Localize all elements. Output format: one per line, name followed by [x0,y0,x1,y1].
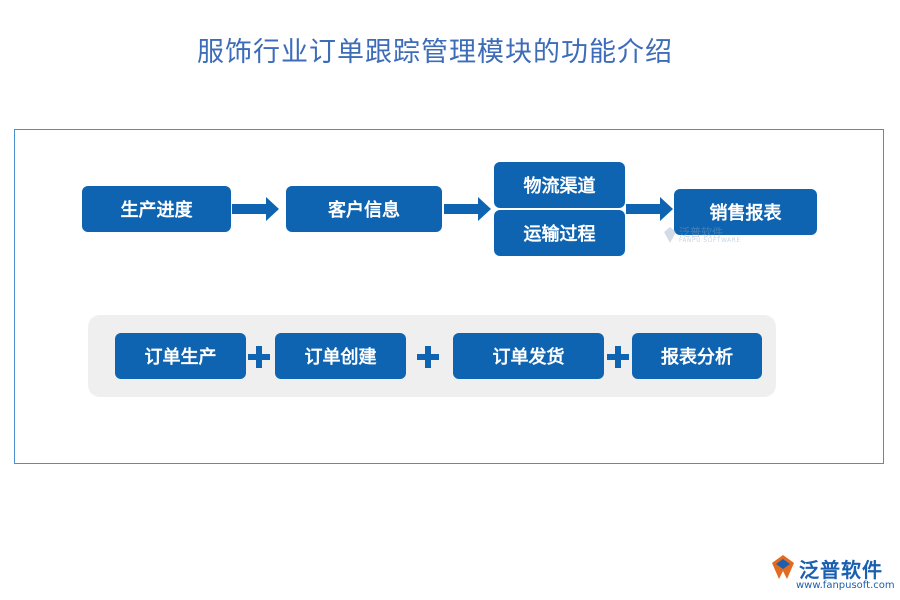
watermark: 泛普软件 FANPU SOFTWARE [663,224,753,246]
arrow-icon [232,197,279,221]
watermark-subtext: FANPU SOFTWARE [679,237,741,244]
flow-step-customer-info: 客户信息 [286,186,442,232]
watermark-text: 泛普软件 [679,226,723,239]
plus-icon [607,346,629,368]
fanpu-logo-icon [772,555,794,579]
plus-icon [248,346,270,368]
flow-step-sales-report: 销售报表 [674,189,817,235]
flow-step-logistics-channel: 物流渠道 [494,162,625,208]
plus-icon [417,346,439,368]
brand-url: www.fanpusoft.com [796,580,895,591]
flow-step-production-progress: 生产进度 [82,186,231,232]
arrow-icon [444,197,491,221]
page-title: 服饰行业订单跟踪管理模块的功能介绍 [197,37,673,68]
watermark-logo-icon [664,227,676,243]
brand-logo: 泛普软件 www.fanpusoft.com [770,552,895,598]
module-order-shipping: 订单发货 [453,333,604,379]
module-order-creation: 订单创建 [275,333,406,379]
brand-name: 泛普软件 [799,558,883,582]
diagram-frame [14,129,884,464]
module-report-analysis: 报表分析 [632,333,762,379]
arrow-icon [626,197,673,221]
flow-step-transport-process: 运输过程 [494,210,625,256]
module-order-production: 订单生产 [115,333,246,379]
